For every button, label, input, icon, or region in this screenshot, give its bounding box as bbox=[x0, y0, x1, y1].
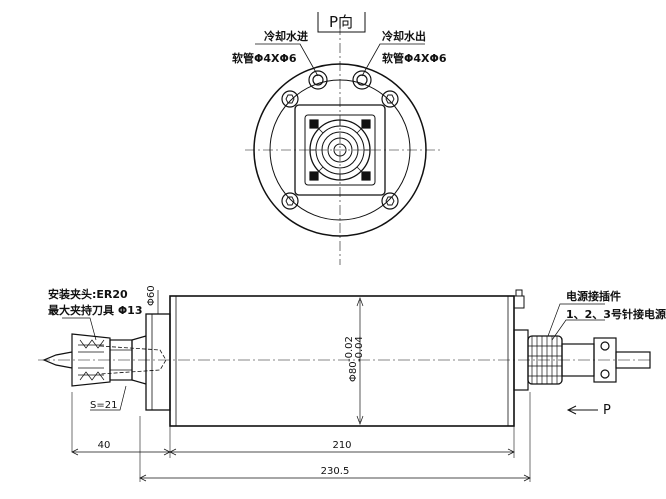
internal-taper bbox=[99, 345, 167, 375]
connector-knurl bbox=[528, 336, 562, 384]
dim-nose-value: 40 bbox=[98, 440, 111, 451]
connector-label: 电源接插件 bbox=[566, 289, 621, 303]
dia-body-tol-lower: -0.04 bbox=[354, 336, 365, 362]
bolt-hole bbox=[281, 90, 299, 108]
view-arrow-label: P bbox=[603, 403, 611, 418]
spindle-bore bbox=[333, 143, 347, 157]
corner-block bbox=[361, 119, 371, 129]
wrench-size-label: S=21 bbox=[90, 400, 117, 411]
flange-inner-ring bbox=[269, 79, 411, 221]
bolt-hole bbox=[381, 192, 399, 210]
coolant-outlet-fitting bbox=[352, 70, 372, 90]
outer-flange bbox=[253, 63, 427, 237]
spindle-body bbox=[169, 295, 515, 427]
corner-block bbox=[361, 171, 371, 181]
dia-front-label: Φ60 bbox=[146, 285, 157, 306]
connector-pins-label: 1、2、3号针接电源 bbox=[566, 307, 666, 321]
square-housing bbox=[294, 104, 386, 196]
collet-type-label: 安装夹头:ER20 bbox=[48, 287, 128, 301]
coolant-nipple bbox=[513, 295, 525, 309]
coolant-in-hose: 软管Φ4XΦ6 bbox=[232, 51, 297, 65]
front-flange bbox=[145, 313, 171, 411]
dia-body-tol-upper: -0.02 bbox=[344, 336, 355, 362]
corner-block bbox=[309, 171, 319, 181]
connector-leader bbox=[547, 303, 605, 337]
collet-slots bbox=[78, 339, 105, 381]
dia-body-main: Φ80 bbox=[348, 361, 359, 382]
wrench-leader bbox=[90, 385, 127, 411]
bolt-hole bbox=[281, 192, 299, 210]
dim-total-value: 230.5 bbox=[321, 466, 350, 477]
collet-max-label: 最大夹持刀具 Φ13 bbox=[48, 303, 143, 317]
nut-teeth bbox=[310, 120, 370, 180]
collet-bore bbox=[327, 137, 353, 163]
collet-ring bbox=[321, 131, 359, 169]
collet bbox=[71, 333, 111, 387]
title-bracket bbox=[317, 12, 366, 33]
outlet-leader bbox=[361, 43, 425, 77]
coolant-out-hose: 软管Φ4XΦ6 bbox=[382, 51, 447, 65]
side-view bbox=[38, 289, 651, 482]
power-cable bbox=[615, 351, 651, 369]
tool-bit bbox=[42, 351, 73, 369]
inlet-leader bbox=[255, 43, 319, 77]
collet-leader bbox=[62, 317, 97, 341]
corner-block bbox=[309, 119, 319, 129]
dim-body-value: 210 bbox=[332, 440, 351, 451]
view-title: P向 bbox=[329, 13, 353, 31]
housing-inner bbox=[304, 114, 376, 186]
end-view: P向 bbox=[232, 12, 447, 265]
coolant-in-label: 冷却水进 bbox=[264, 29, 308, 43]
coolant-inlet-fitting bbox=[308, 70, 328, 90]
coolant-out-label: 冷却水出 bbox=[382, 29, 426, 43]
dia-body-label: Φ80 -0.02 -0.04 bbox=[344, 336, 365, 382]
bolt-hole bbox=[381, 90, 399, 108]
